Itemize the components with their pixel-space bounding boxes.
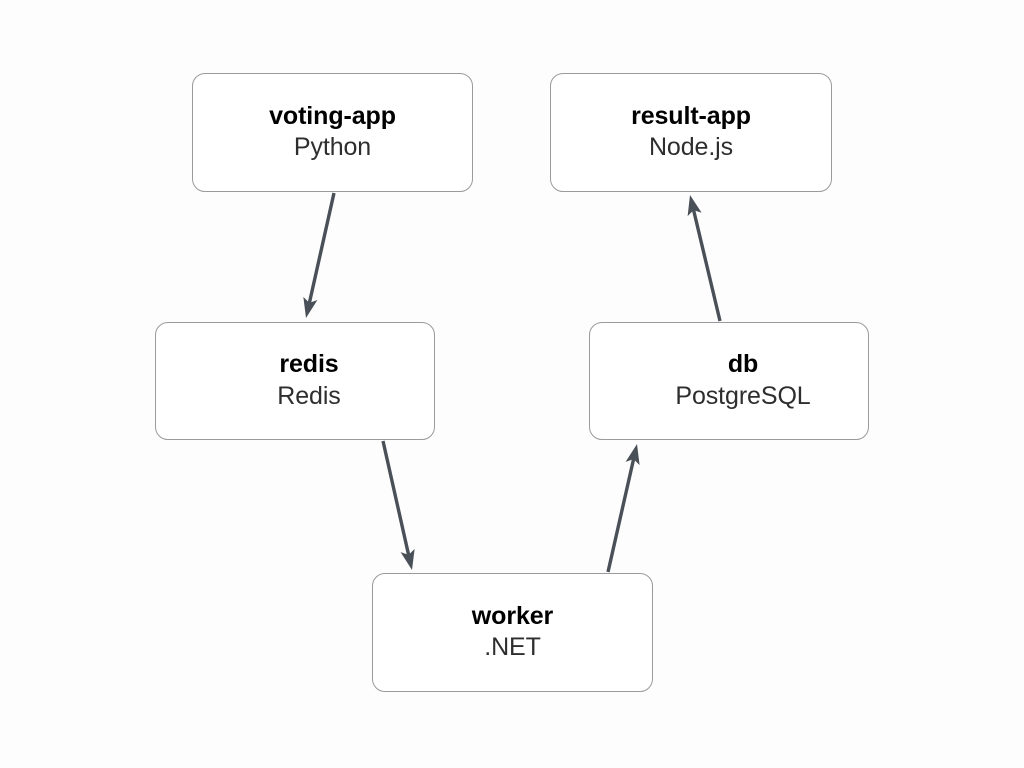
node-worker-text: worker .NET bbox=[472, 602, 553, 664]
node-db[interactable]: db PostgreSQL bbox=[589, 322, 869, 440]
node-voting-app-title: voting-app bbox=[269, 101, 396, 130]
arrowhead-db-to-result-app bbox=[687, 195, 702, 217]
node-db-text: db PostgreSQL bbox=[675, 350, 810, 412]
node-voting-app[interactable]: voting-app Python bbox=[192, 73, 473, 192]
arrowhead-voting-app-to-redis bbox=[303, 296, 318, 318]
node-result-app-subtitle: Node.js bbox=[648, 133, 734, 162]
node-voting-app-subtitle: Python bbox=[293, 133, 372, 162]
edge-redis-to-worker bbox=[381, 440, 415, 570]
node-worker-subtitle: .NET bbox=[484, 633, 541, 662]
edge-db-to-result-app bbox=[687, 195, 722, 322]
node-worker-title: worker bbox=[471, 601, 554, 630]
node-db-subtitle: PostgreSQL bbox=[675, 381, 811, 410]
edge-worker-to-db bbox=[606, 444, 640, 573]
node-redis-subtitle: Redis bbox=[277, 381, 341, 410]
arrowhead-worker-to-db bbox=[625, 444, 640, 466]
node-voting-app-text: voting-app Python bbox=[269, 102, 396, 164]
node-result-app-text: result-app Node.js bbox=[631, 102, 751, 164]
node-redis-text: redis Redis bbox=[277, 350, 341, 412]
node-redis-title: redis bbox=[279, 350, 339, 379]
node-worker[interactable]: worker .NET bbox=[372, 573, 653, 692]
node-db-title: db bbox=[727, 350, 759, 379]
arrowhead-redis-to-worker bbox=[400, 548, 415, 570]
edge-voting-app-to-redis bbox=[303, 192, 336, 318]
node-redis[interactable]: redis Redis bbox=[155, 322, 435, 440]
node-result-app-title: result-app bbox=[631, 101, 751, 130]
node-result-app[interactable]: result-app Node.js bbox=[550, 73, 832, 192]
